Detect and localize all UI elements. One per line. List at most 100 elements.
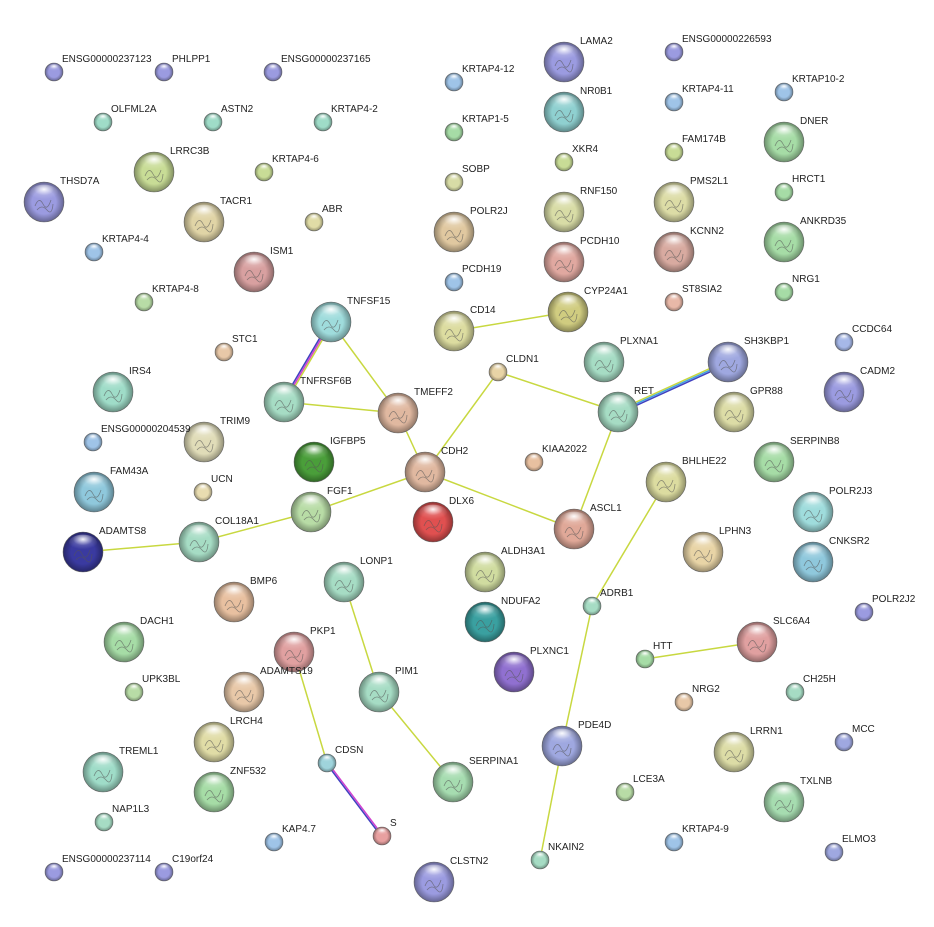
node-krtap4-11[interactable]: KRTAP4-11 [664,84,734,112]
node-dach1[interactable]: DACH1 [103,616,174,663]
node-bhlhe22[interactable]: BHLHE22 [645,456,727,503]
node-olfml2a[interactable]: OLFML2A [93,104,157,132]
node-xkr4[interactable]: XKR4 [554,144,599,172]
node-krtap1-5[interactable]: KRTAP1-5 [444,114,509,142]
node-krtap4-9[interactable]: KRTAP4-9 [664,824,729,852]
node-pcdh19[interactable]: PCDH19 [444,264,502,292]
node-ankrd35[interactable]: ANKRD35 [763,216,847,263]
node-adrb1[interactable]: ADRB1 [582,588,634,616]
node-gpr88[interactable]: GPR88 [713,386,783,433]
node-abr[interactable]: ABR [304,204,343,232]
node-ensg00000204539[interactable]: ENSG00000204539 [83,424,191,452]
node-fam174b[interactable]: FAM174B [664,134,726,162]
node-tacr1[interactable]: TACR1 [183,196,252,243]
node-pkp1[interactable]: PKP1 [273,626,336,673]
node-ensg00000237114[interactable]: ENSG00000237114 [44,854,151,882]
node-c19orf24[interactable]: C19orf24 [154,854,214,882]
node-slc6a4[interactable]: SLC6A4 [736,616,811,663]
node-cldn1[interactable]: CLDN1 [488,354,539,382]
node-trim9[interactable]: TRIM9 [183,416,250,463]
node-kcnn2[interactable]: KCNN2 [653,226,724,273]
node-nrg1[interactable]: NRG1 [774,274,820,302]
node-sh3kbp1[interactable]: SH3KBP1 [707,336,789,383]
node-tnfrsf6b[interactable]: TNFRSF6B [263,376,352,423]
node-upk3bl[interactable]: UPK3BL [124,674,181,702]
node-pcdh10[interactable]: PCDH10 [543,236,620,283]
node-krtap4-2[interactable]: KRTAP4-2 [313,104,378,132]
node-st8sia2[interactable]: ST8SIA2 [664,284,722,312]
node-phlpp1[interactable]: PHLPP1 [154,54,211,82]
node-stc1[interactable]: STC1 [214,334,258,362]
node-krtap10-2[interactable]: KRTAP10-2 [774,74,845,102]
node-lama2[interactable]: LAMA2 [543,36,613,83]
node-s[interactable]: S [372,818,397,846]
node-col18a1[interactable]: COL18A1 [178,516,259,563]
node-serpina1[interactable]: SERPINA1 [432,756,519,803]
node-adamts19[interactable]: ADAMTS19 [223,666,313,713]
node-polr2j[interactable]: POLR2J [433,206,508,253]
node-pms2l1[interactable]: PMS2L1 [653,176,729,223]
node-ascl1[interactable]: ASCL1 [553,503,622,550]
node-htt[interactable]: HTT [635,641,672,669]
node-ret[interactable]: RET [597,386,654,433]
node-lonp1[interactable]: LONP1 [323,556,393,603]
node-plxnc1[interactable]: PLXNC1 [493,646,569,693]
node-aldh3a1[interactable]: ALDH3A1 [464,546,546,593]
node-rnf150[interactable]: RNF150 [543,186,618,233]
node-polr2j2[interactable]: POLR2J2 [854,594,916,622]
node-ccdc64[interactable]: CCDC64 [834,324,892,352]
node-lce3a[interactable]: LCE3A [615,774,665,802]
node-ndufa2[interactable]: NDUFA2 [464,596,541,643]
node-krtap4-4[interactable]: KRTAP4-4 [84,234,149,262]
node-astn2[interactable]: ASTN2 [203,104,254,132]
node-treml1[interactable]: TREML1 [82,746,159,793]
node-cd14[interactable]: CD14 [433,305,496,352]
node-cdsn[interactable]: CDSN [317,745,363,773]
node-kiaa2022[interactable]: KIAA2022 [524,444,587,472]
node-nr0b1[interactable]: NR0B1 [543,86,613,133]
node-fgf1[interactable]: FGF1 [290,486,353,533]
node-cdh2[interactable]: CDH2 [404,446,469,493]
node-tmeff2[interactable]: TMEFF2 [377,387,453,434]
node-irs4[interactable]: IRS4 [92,366,152,413]
node-thsd7a[interactable]: THSD7A [23,176,100,223]
node-txlnb[interactable]: TXLNB [763,776,833,823]
node-znf532[interactable]: ZNF532 [193,766,267,813]
node-nap1l3[interactable]: NAP1L3 [94,804,150,832]
node-lrrc3b[interactable]: LRRC3B [133,146,210,193]
node-igfbp5[interactable]: IGFBP5 [293,436,366,483]
node-fam43a[interactable]: FAM43A [73,466,149,513]
node-cyp24a1[interactable]: CYP24A1 [547,286,628,333]
node-elmo3[interactable]: ELMO3 [824,834,876,862]
node-tnfsf15[interactable]: TNFSF15 [310,296,391,343]
node-krtap4-12[interactable]: KRTAP4-12 [444,64,515,92]
node-lrch4[interactable]: LRCH4 [193,716,263,763]
node-krtap4-6[interactable]: KRTAP4-6 [254,154,319,182]
node-ism1[interactable]: ISM1 [233,246,294,293]
node-nrg2[interactable]: NRG2 [674,684,720,712]
node-sobp[interactable]: SOBP [444,164,490,192]
node-ensg00000237123[interactable]: ENSG00000237123 [44,54,152,82]
node-ensg00000237165[interactable]: ENSG00000237165 [263,54,371,82]
node-pim1[interactable]: PIM1 [358,666,419,713]
node-ensg00000226593[interactable]: ENSG00000226593 [664,34,772,62]
node-dlx6[interactable]: DLX6 [412,496,474,543]
node-krtap4-8[interactable]: KRTAP4-8 [134,284,199,312]
node-nkain2[interactable]: NKAIN2 [530,842,585,870]
node-cadm2[interactable]: CADM2 [823,366,895,413]
node-serpinb8[interactable]: SERPINB8 [753,436,840,483]
node-mcc[interactable]: MCC [834,724,875,752]
node-polr2j3[interactable]: POLR2J3 [792,486,873,533]
node-lphn3[interactable]: LPHN3 [682,526,752,573]
node-clstn2[interactable]: CLSTN2 [413,856,489,903]
node-ucn[interactable]: UCN [193,474,233,502]
node-ch25h[interactable]: CH25H [785,674,836,702]
node-cnksr2[interactable]: CNKSR2 [792,536,870,583]
node-dner[interactable]: DNER [763,116,828,163]
node-bmp6[interactable]: BMP6 [213,576,278,623]
node-pde4d[interactable]: PDE4D [541,720,611,767]
node-adamts8[interactable]: ADAMTS8 [62,526,147,573]
node-kap4-7[interactable]: KAP4.7 [264,824,316,852]
node-hrct1[interactable]: HRCT1 [774,174,826,202]
node-plxna1[interactable]: PLXNA1 [583,336,659,383]
